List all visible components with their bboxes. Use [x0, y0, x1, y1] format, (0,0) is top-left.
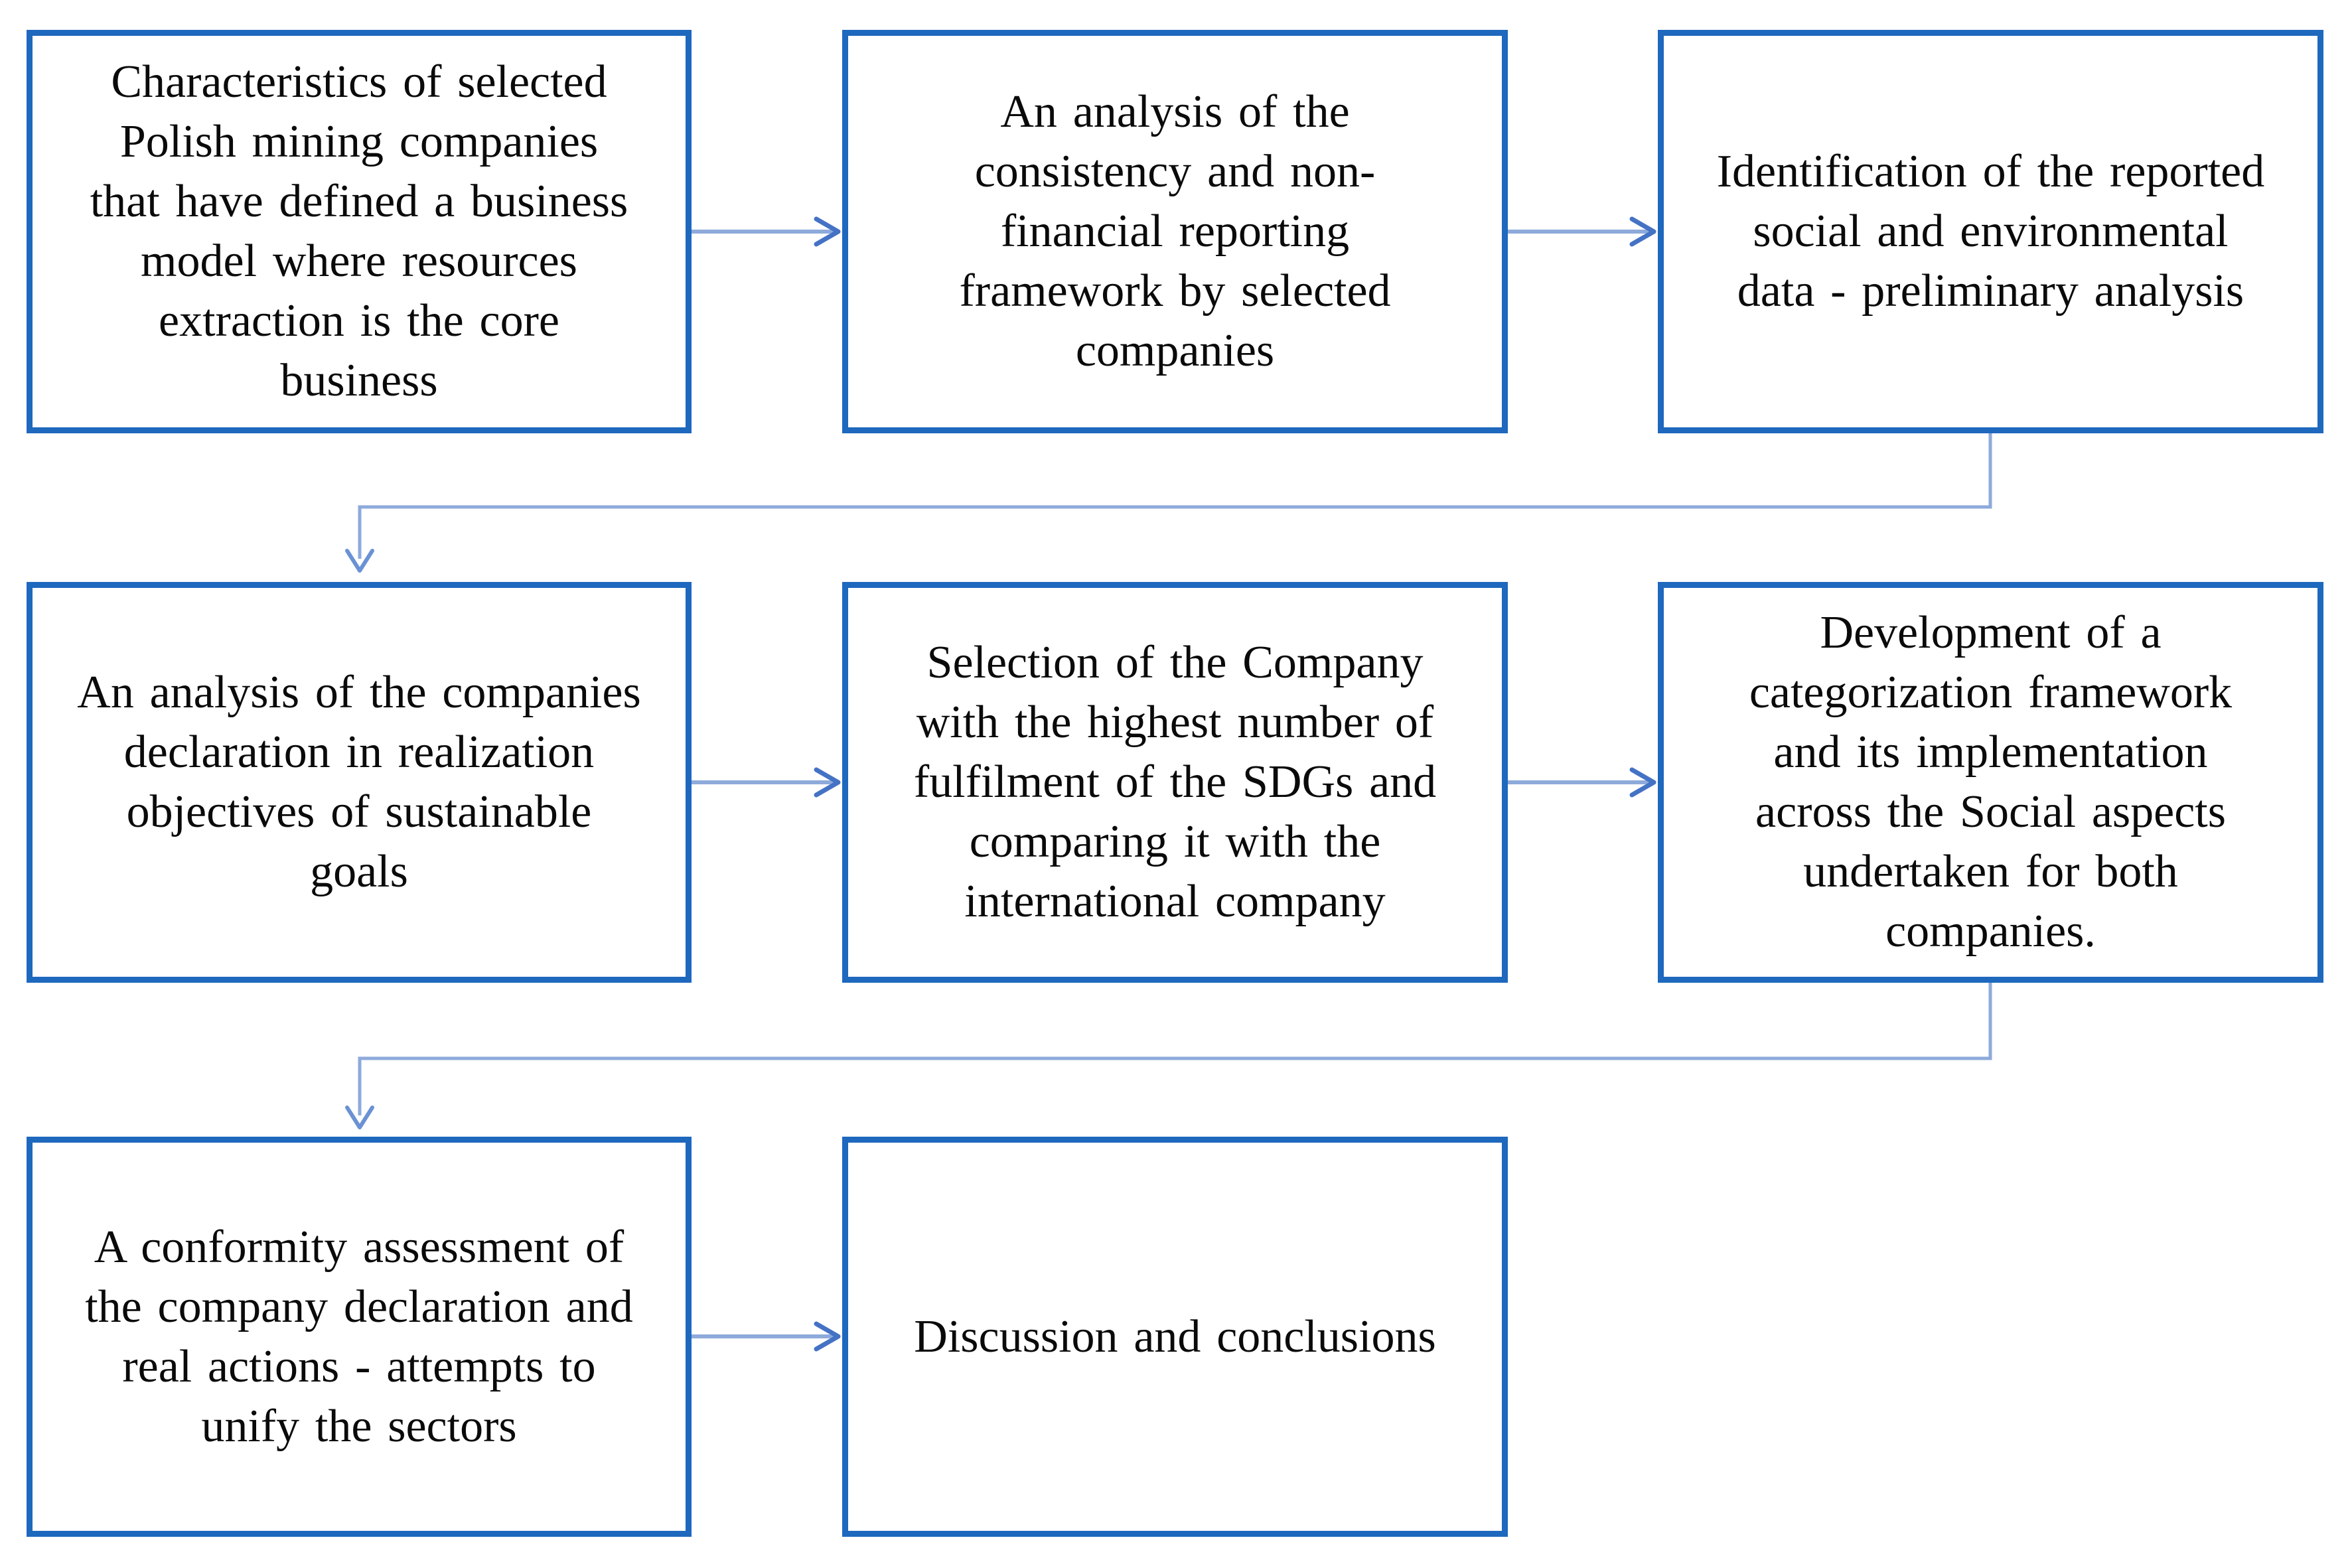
flow-box-6-categorization-framework: Development of a categorization framewor…	[1658, 582, 2323, 983]
flow-box-4-declaration-analysis: An analysis of the companies declaration…	[27, 582, 692, 983]
flow-box-5-company-selection: Selection of the Company with the highes…	[842, 582, 1508, 983]
flow-box-2-consistency-analysis: An analysis of the consistency and non- …	[842, 30, 1508, 433]
arrowhead-box1-box2	[814, 216, 841, 247]
elbow-line-box6-box7	[358, 983, 1992, 1115]
arrowhead-box4-box5	[814, 767, 841, 798]
flow-box-7-conformity-assessment: A conformity assessment of the company d…	[27, 1137, 692, 1537]
flow-box-text: Identification of the reported social an…	[1716, 146, 2265, 317]
flow-box-3-data-identification: Identification of the reported social an…	[1658, 30, 2323, 433]
arrowhead-box7-box8	[814, 1321, 841, 1352]
flow-box-text: Discussion and conclusions	[914, 1311, 1436, 1362]
arrowhead-box6-box7	[345, 1105, 374, 1129]
flow-box-text: An analysis of the consistency and non- …	[959, 86, 1391, 376]
elbow-line-box3-box4	[358, 433, 1992, 559]
flow-box-text: An analysis of the companies declaration…	[77, 667, 641, 897]
flow-box-text: Development of a categorization framewor…	[1749, 607, 2233, 957]
flow-box-text: A conformity assessment of the company d…	[85, 1221, 633, 1452]
flow-box-8-discussion-conclusions: Discussion and conclusions	[842, 1137, 1508, 1537]
flow-box-1-characteristics: Characteristics of selected Polish minin…	[27, 30, 692, 433]
arrowhead-box2-box3	[1629, 216, 1656, 247]
flow-box-text: Characteristics of selected Polish minin…	[90, 56, 628, 406]
arrowhead-box5-box6	[1629, 767, 1656, 798]
arrowhead-box3-box4	[345, 549, 374, 573]
flow-box-text: Selection of the Company with the highes…	[913, 637, 1437, 927]
